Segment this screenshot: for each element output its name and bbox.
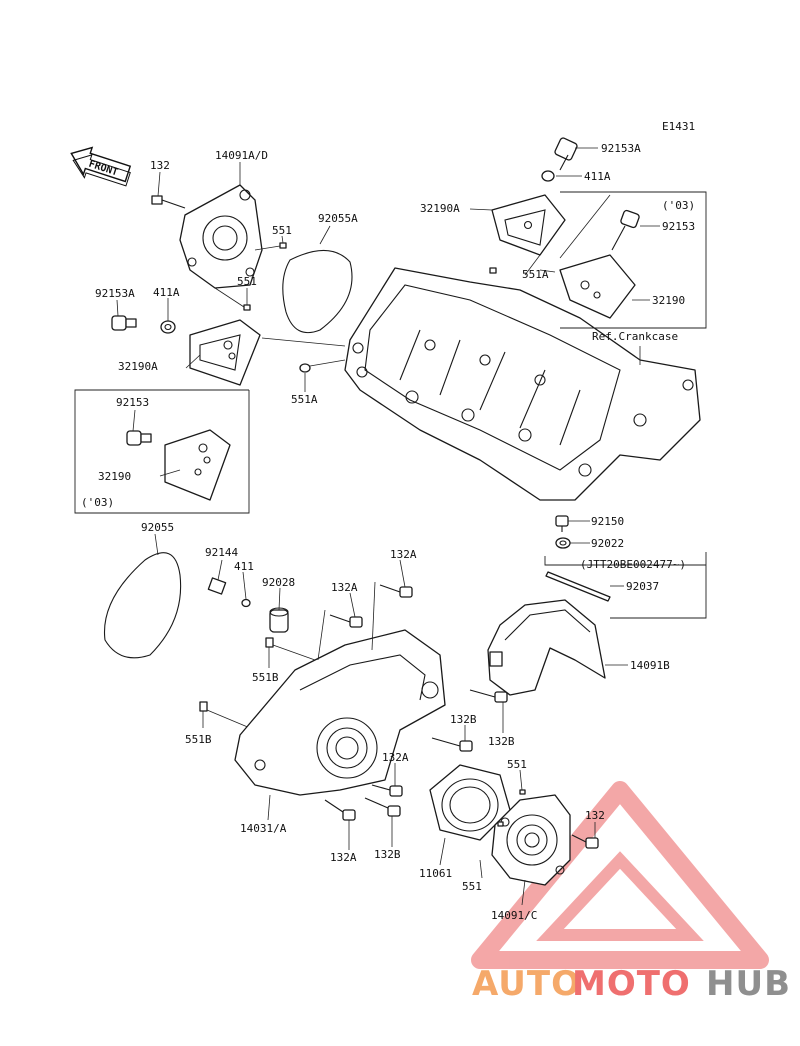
callout-132-right: 132 [585, 809, 605, 822]
bolt-92153a-left [111, 315, 137, 331]
callout-132b-1: 132B [450, 713, 477, 726]
callout-14031-a: 14031/A [240, 822, 287, 835]
callout-32190a-right: 32190A [420, 202, 460, 215]
bolt-132a-lower-1 [371, 784, 403, 797]
callout-92153-box: 92153 [116, 396, 149, 409]
callout-92037: 92037 [626, 580, 659, 593]
breather-32190a-right [491, 194, 566, 256]
callout-92153a-left: 92153A [95, 287, 135, 300]
pin-551-d [497, 821, 504, 827]
callout-551-b: 551 [237, 275, 257, 288]
callout-132b-2: 132B [488, 735, 515, 748]
bolt-132a-upper-2 [329, 614, 363, 628]
callout-551-d: 551 [462, 880, 482, 893]
band-92037 [545, 571, 611, 602]
callout-92028: 92028 [262, 576, 295, 589]
callout-32190-right: 32190 [652, 294, 685, 307]
o-ring-92055 [103, 552, 182, 659]
cover-14091a-d [179, 184, 263, 289]
fitting-92144 [207, 577, 227, 595]
callout-92055: 92055 [141, 521, 174, 534]
callout-jtt-serial: (JTT20BE002477~) [580, 558, 686, 571]
bushing-92028 [269, 607, 289, 633]
bolt-92150 [555, 515, 569, 532]
callout-92150: 92150 [591, 515, 624, 528]
callout-132a-2: 132A [331, 581, 358, 594]
callout-92144: 92144 [205, 546, 238, 559]
watermark-auto: AUTO [472, 964, 581, 1004]
variant-box-03-left [74, 389, 250, 514]
bolt-92153-right [611, 209, 640, 251]
breather-32190-right [559, 254, 636, 319]
bolt-92153-box [126, 430, 152, 446]
callout-14091-c: 14091/C [491, 909, 537, 922]
bolt-132b-1 [469, 689, 508, 703]
bolt-92153a-right [554, 137, 578, 171]
callout-411: 411 [234, 560, 254, 573]
pin-551b-1 [265, 637, 274, 648]
front-arrow-icon: FRONT [70, 146, 132, 187]
callout-551a-mid: 551A [291, 393, 318, 406]
bolt-132b-2 [431, 737, 473, 752]
callout-551a-right: 551A [522, 268, 549, 281]
pin-551a-right [489, 267, 497, 274]
cover-14091-c [491, 794, 571, 886]
washer-92022 [555, 537, 571, 549]
pin-551a-mid [299, 363, 311, 373]
bolt-132-top [151, 195, 186, 209]
crankcase [344, 267, 701, 501]
o-ring-92055a [282, 249, 353, 334]
callout-92055a: 92055A [318, 212, 358, 225]
ref-crankcase-label: Ref.Crankcase [592, 330, 678, 343]
breather-32190a-left [189, 319, 261, 386]
variant-box-03-right [560, 191, 707, 329]
bolt-132a-lower-2 [324, 799, 356, 821]
breather-32190-box [164, 429, 231, 501]
callout-132-top: 132 [150, 159, 170, 172]
callout-03-right: ('03) [662, 199, 695, 212]
callout-14091b: 14091B [630, 659, 670, 672]
callout-551b-1: 551B [252, 671, 279, 684]
pin-551-a [279, 242, 287, 249]
callout-92153a-right: 92153A [601, 142, 641, 155]
callout-551b-2: 551B [185, 733, 212, 746]
callout-92022: 92022 [591, 537, 624, 550]
callout-551-a: 551 [272, 224, 292, 237]
bolt-132a-upper-1 [379, 584, 413, 598]
pin-551-b [243, 304, 251, 311]
callout-32190a-left: 32190A [118, 360, 158, 373]
washer-411a-left [160, 320, 176, 334]
bolt-132-right [571, 834, 599, 849]
callout-03-left: ('03) [81, 496, 114, 509]
callout-92153-right: 92153 [662, 220, 695, 233]
cover-14091b [487, 599, 606, 696]
watermark-hub: HUB [706, 964, 791, 1004]
callout-11061: 11061 [419, 867, 452, 880]
callout-132b-3: 132B [374, 848, 401, 861]
cover-14031-a [234, 629, 446, 796]
pin-551b-2 [199, 701, 208, 712]
watermark-moto: MOTO [572, 964, 691, 1004]
gasket-11061 [429, 764, 511, 841]
callout-14091a-d: 14091A/D [215, 149, 268, 162]
callout-32190-box: 32190 [98, 470, 131, 483]
callout-132a-4: 132A [330, 851, 357, 864]
callout-411a-right: 411A [584, 170, 611, 183]
washer-411 [241, 598, 251, 608]
pin-551-c [519, 789, 526, 795]
callout-551-c: 551 [507, 758, 527, 771]
bolt-132b-3 [364, 797, 401, 817]
callout-411a-left: 411A [153, 286, 180, 299]
watermark: AUTO MOTO HUB [472, 964, 791, 1004]
callout-132a-3: 132A [382, 751, 409, 764]
washer-411a-right [541, 170, 555, 182]
callout-132a-1: 132A [390, 548, 417, 561]
diagram-code: E1431 [662, 120, 695, 133]
